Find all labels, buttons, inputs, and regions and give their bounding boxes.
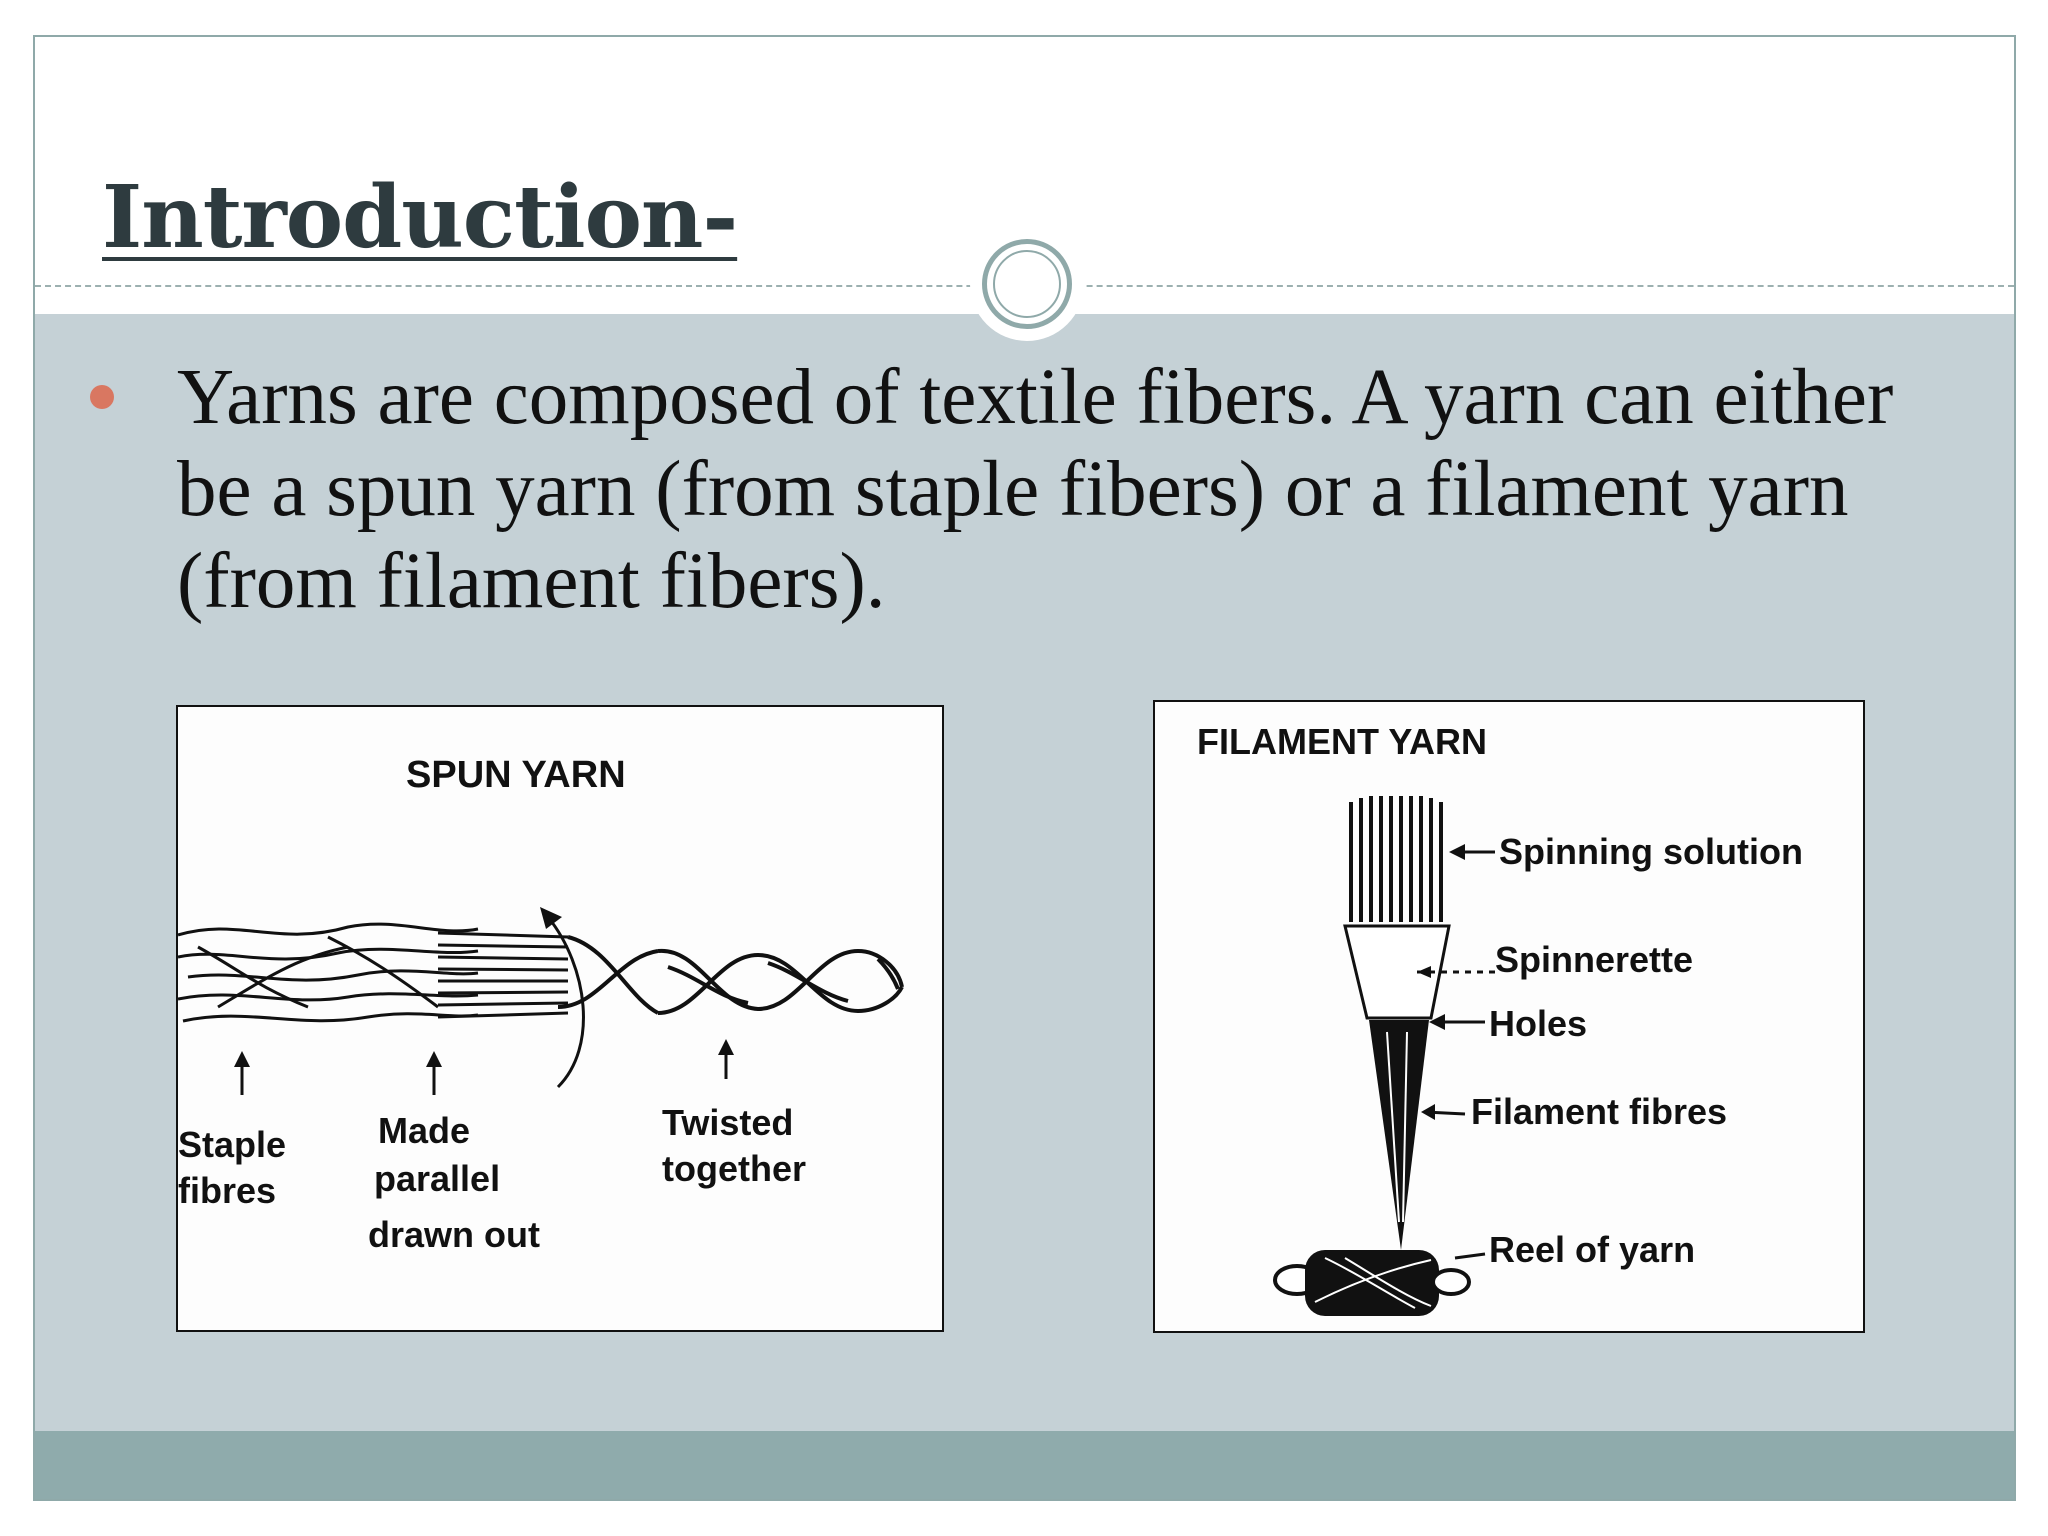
fibre-stroke [437, 990, 569, 995]
pointer-head [1417, 966, 1431, 978]
twist-stroke [557, 949, 659, 1009]
fibre-stroke [437, 1001, 569, 1007]
pointer-head [1421, 1104, 1435, 1120]
reel-of-yarn-label: Reel of yarn [1489, 1229, 1695, 1270]
twisted-label-line2: together [662, 1148, 806, 1189]
fibre-stroke [178, 992, 479, 1002]
parallel-label-line3: drawn out [368, 1214, 540, 1255]
filament-highlight [1402, 1031, 1408, 1223]
reel-windings [1314, 1257, 1432, 1309]
spinnerette-label: Spinnerette [1495, 939, 1693, 980]
twisted-label-line1: Twisted [662, 1102, 793, 1143]
arrow-head [718, 1039, 734, 1055]
label-arrow-heads [234, 1039, 734, 1067]
winding [1324, 1257, 1416, 1309]
bullet-dot [90, 385, 114, 409]
twist-stroke [657, 952, 904, 1015]
fibre-stroke [178, 922, 479, 937]
circle-ring-inner [993, 250, 1061, 318]
staple-label-line2: fibres [178, 1170, 276, 1211]
slide: Introduction- Yarns are composed of text… [33, 35, 2016, 1501]
filament-yarn-heading: FILAMENT YARN [1197, 721, 1487, 762]
filament-highlight [1386, 1031, 1400, 1223]
parallel-label-line2: parallel [374, 1158, 500, 1199]
spinning-solution-label: Spinning solution [1499, 831, 1803, 872]
twist-arrow-head [540, 907, 562, 929]
fibre-stroke [437, 955, 569, 961]
holes-label: Holes [1489, 1003, 1587, 1044]
staple-fibres-drawing [178, 922, 479, 1023]
circle-ring [982, 239, 1072, 329]
arrow-head [234, 1051, 250, 1067]
filament-yarn-illustration: FILAMENT YARN [1197, 721, 1803, 1316]
fibre-stroke [437, 943, 569, 949]
reel-pointer [1454, 1252, 1486, 1260]
spinnerette-shape [1343, 924, 1451, 1020]
spinning-solution-drawing [1349, 796, 1443, 922]
fibre-stroke [217, 945, 349, 1009]
staple-label-line1: Staple [178, 1124, 286, 1165]
spun-yarn-illustration: SPUN YARN [178, 754, 904, 1255]
arrow-head [426, 1051, 442, 1067]
parallel-label-line1: Made [378, 1110, 470, 1151]
twist-stroke [767, 961, 849, 1003]
twisted-yarn-drawing [557, 935, 904, 1015]
reel-right-end [1431, 1268, 1471, 1296]
twist-stroke [657, 948, 904, 1012]
winding [1344, 1257, 1432, 1307]
twist-stroke [667, 965, 749, 1005]
spun-yarn-figure: SPUN YARN [176, 705, 944, 1332]
fibre-stroke [182, 1012, 479, 1023]
pointer-head [1449, 844, 1465, 860]
fibre-stroke [437, 1011, 569, 1019]
spun-yarn-heading: SPUN YARN [406, 754, 626, 796]
bullet-text: Yarns are composed of textile fibers. A … [177, 354, 1894, 625]
fibre-stroke [197, 945, 309, 1009]
fibre-stroke [437, 931, 569, 939]
filament-highlights [1386, 1031, 1408, 1223]
twist-direction-arrow [546, 916, 585, 1089]
filament-fibres-cone [1369, 1020, 1429, 1250]
circle-ornament [970, 227, 1084, 341]
fibre-stroke [187, 969, 479, 982]
winding [1314, 1259, 1432, 1303]
parallel-fibres-drawing [437, 931, 569, 1019]
fibre-stroke [327, 935, 439, 1009]
filament-fibres-label: Filament fibres [1471, 1091, 1727, 1132]
pointer-head [1429, 1014, 1445, 1030]
twist-stroke [876, 957, 900, 990]
label-arrows [240, 1047, 728, 1095]
fibre-stroke [437, 967, 569, 972]
pointer-heads [1417, 844, 1465, 1120]
slide-title: Introduction- [102, 167, 738, 268]
pointer-lines [1417, 850, 1495, 1260]
filament-yarn-figure: FILAMENT YARN [1153, 700, 1865, 1333]
footer-band [35, 1431, 2014, 1499]
fibre-stroke [178, 947, 479, 961]
